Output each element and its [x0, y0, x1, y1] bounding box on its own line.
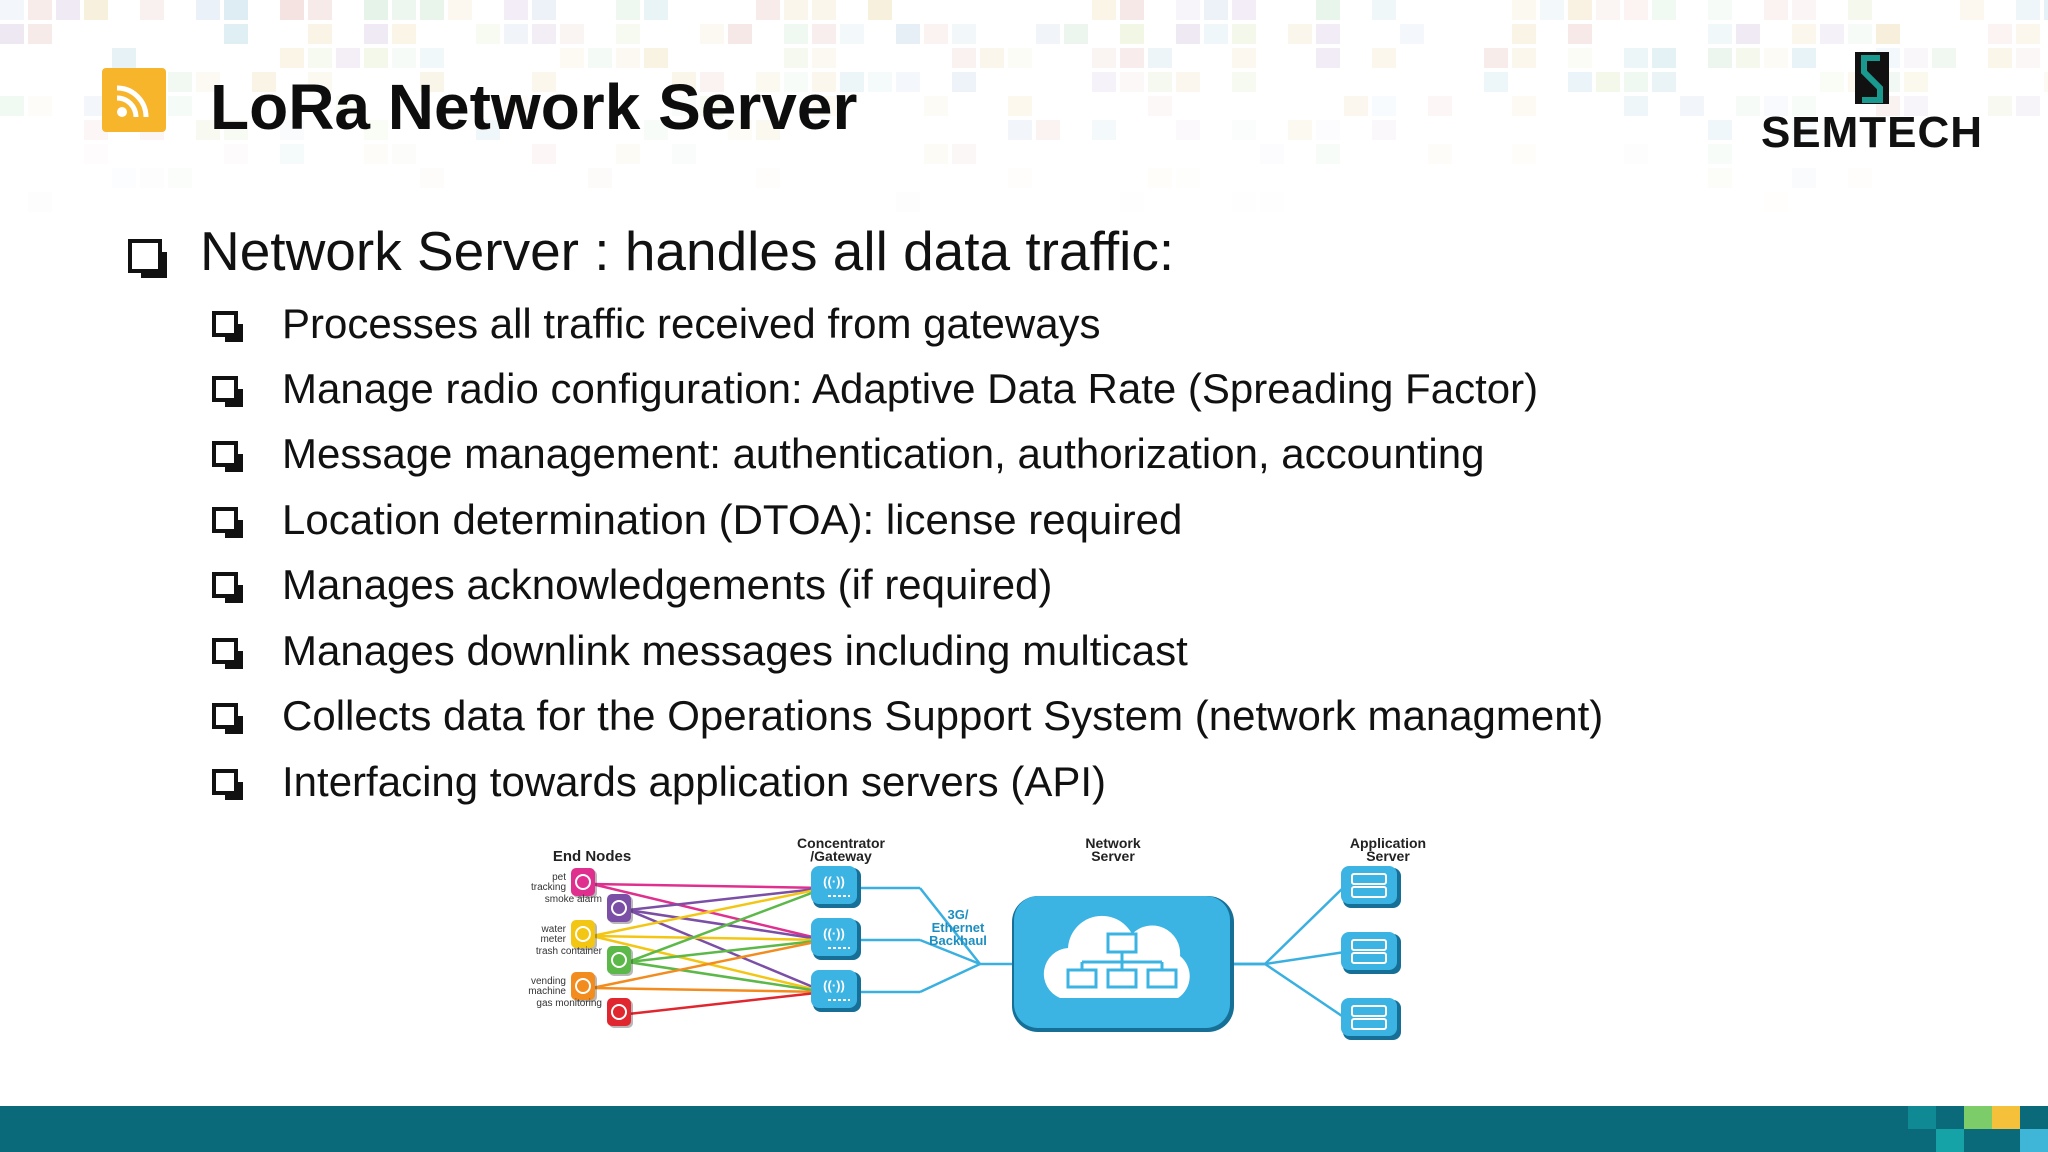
sub-point: Message management: authentication, auth… — [212, 424, 1484, 484]
end-node-link — [627, 886, 826, 964]
trash-icon — [607, 946, 633, 976]
network-server-header-line2: Server — [1091, 848, 1135, 864]
footer-bar — [0, 1106, 2048, 1152]
gateway-icon: ((·)) — [811, 866, 861, 908]
gas-icon — [607, 998, 633, 1028]
end-node-label: tracking — [531, 882, 566, 893]
gateway-icon: ((·)) — [811, 970, 861, 1012]
end-node-label: meter — [540, 934, 566, 945]
semtech-logo-text: SEMTECH — [1760, 108, 1984, 157]
end-node-link — [591, 886, 826, 938]
svg-text:((·)): ((·)) — [823, 978, 845, 993]
end-node-label: gas monitoring — [536, 998, 602, 1009]
network-server-header: Network — [1085, 835, 1140, 851]
backhaul-link — [919, 887, 981, 965]
concentrator-header: Concentrator — [797, 835, 885, 851]
main-point-text: Network Server : handles all data traffi… — [200, 220, 1175, 282]
main-bullet-checkbox-icon — [128, 226, 167, 286]
application-server-icon — [1341, 998, 1401, 1040]
sub-point: Collects data for the Operations Support… — [212, 686, 1603, 746]
sub-point-text: Collects data for the Operations Support… — [282, 692, 1604, 739]
sub-point-text: Manages downlink messages including mult… — [282, 627, 1188, 674]
app-link — [1264, 950, 1346, 966]
sub-point: Manage radio configuration: Adaptive Dat… — [212, 359, 1538, 419]
svg-text:((·)): ((·)) — [823, 926, 845, 941]
end-node-label: machine — [528, 986, 566, 997]
rss-icon — [102, 68, 166, 132]
end-node-label: pet — [552, 872, 566, 883]
sub-point-text: Interfacing towards application servers … — [282, 758, 1107, 805]
application-server-icon — [1341, 866, 1401, 908]
end-node-link — [591, 938, 826, 990]
sub-point-text: Message management: authentication, auth… — [282, 430, 1485, 477]
application-server-group — [1341, 866, 1401, 1040]
application-server-header-line2: Server — [1366, 848, 1410, 864]
sub-point: Manages acknowledgements (if required) — [212, 555, 1052, 615]
checkbox-icon — [212, 638, 243, 669]
gateway-group: ((·)) ((·)) ((·)) — [811, 866, 861, 1012]
checkbox-icon — [212, 507, 243, 538]
checkbox-icon — [212, 703, 243, 734]
sub-point-text: Manages acknowledgements (if required) — [282, 561, 1053, 608]
sub-point-text: Location determination (DTOA): license r… — [282, 496, 1183, 543]
lora-architecture-diagram: End Nodes Concentrator /Gateway Network … — [528, 835, 1426, 1040]
header-mosaic-background — [0, 0, 2048, 212]
concentrator-header-line2: /Gateway — [810, 848, 872, 864]
end-node-link — [627, 886, 826, 912]
app-link — [1264, 885, 1346, 965]
vending-icon — [571, 972, 597, 1002]
end-node-label: water — [541, 924, 567, 935]
paw-icon — [571, 868, 597, 898]
smoke-alarm-icon — [607, 894, 633, 924]
backhaul-label-line1: 3G/ — [948, 907, 969, 922]
backhaul-link — [919, 962, 981, 994]
app-link — [1264, 962, 1346, 1020]
end-node-link — [591, 882, 826, 890]
sub-point: Processes all traffic received from gate… — [212, 294, 1101, 354]
end-node-link — [627, 990, 826, 1016]
checkbox-icon — [212, 311, 243, 342]
backhaul-label-line3: Backhaul — [929, 933, 987, 948]
slide-title: LoRa Network Server — [210, 71, 858, 143]
backhaul-label-line2: Ethernet — [932, 920, 985, 935]
network-server-cloud-icon — [1012, 896, 1234, 1032]
application-server-icon — [1341, 932, 1401, 974]
checkbox-icon — [212, 376, 243, 407]
checkbox-icon — [212, 441, 243, 472]
application-server-header: Application — [1350, 835, 1426, 851]
end-node-label: vending — [531, 976, 566, 987]
svg-text:((·)): ((·)) — [823, 874, 845, 889]
end-node-link — [627, 960, 826, 994]
checkbox-icon — [212, 769, 243, 800]
semtech-logo: SEMTECH — [1722, 50, 2022, 157]
sub-point-text: Manage radio configuration: Adaptive Dat… — [282, 365, 1539, 412]
diagram-links — [591, 882, 1346, 1020]
sub-point-text: Processes all traffic received from gate… — [282, 300, 1101, 347]
sub-point: Interfacing towards application servers … — [212, 752, 1106, 812]
semtech-logo-mark — [1855, 52, 1889, 104]
end-node-link — [627, 938, 826, 964]
gateway-icon: ((·)) — [811, 918, 861, 960]
gauge-icon — [571, 920, 597, 950]
sub-point: Location determination (DTOA): license r… — [212, 490, 1182, 550]
end-node-link — [591, 934, 826, 942]
backhaul-link — [919, 938, 981, 966]
end-node-label: smoke alarm — [545, 894, 602, 905]
checkbox-icon — [212, 572, 243, 603]
end-nodes-header: End Nodes — [553, 848, 631, 865]
end-node-label: trash container — [536, 946, 603, 957]
sub-point: Manages downlink messages including mult… — [212, 621, 1188, 681]
end-node-link — [591, 986, 826, 994]
